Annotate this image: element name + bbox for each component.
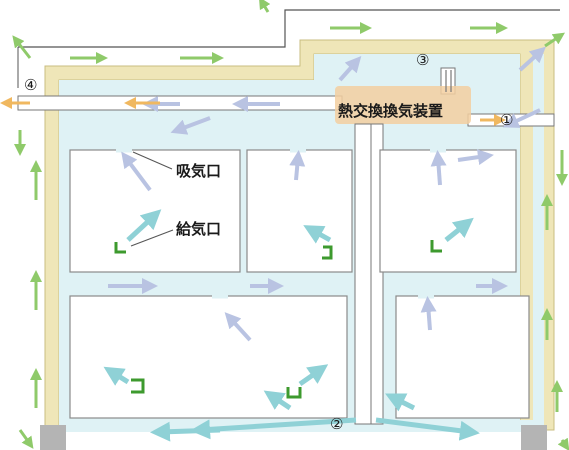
marker-4: ④ — [24, 76, 38, 94]
outdoor-arrows — [12, 0, 569, 450]
room-lower-2 — [395, 295, 530, 419]
duct-arrows — [445, 70, 452, 92]
room-upper-3 — [379, 149, 517, 273]
marker-1: ① — [500, 111, 514, 129]
supply-vent-label: 給気口 — [176, 220, 222, 238]
intake-slots — [116, 147, 446, 299]
room-lower-1 — [69, 295, 348, 419]
supply-arrows — [103, 209, 480, 442]
exterior-outline — [18, 9, 560, 48]
vertical-supply-duct — [354, 123, 372, 425]
heat-exchanger-unit — [335, 86, 471, 124]
exhaust-outlet-arrows — [0, 97, 506, 126]
supply-vent-markers — [114, 240, 442, 399]
marker-3: ③ — [416, 51, 430, 69]
heat-exchanger-label: 熱交換換気装置 — [338, 102, 444, 120]
room-upper-2 — [246, 149, 353, 273]
foundation-left — [40, 425, 66, 450]
intake-vent-label: 吸気口 — [176, 162, 222, 180]
marker-2: ② — [330, 415, 344, 433]
foundation-right — [521, 425, 547, 450]
